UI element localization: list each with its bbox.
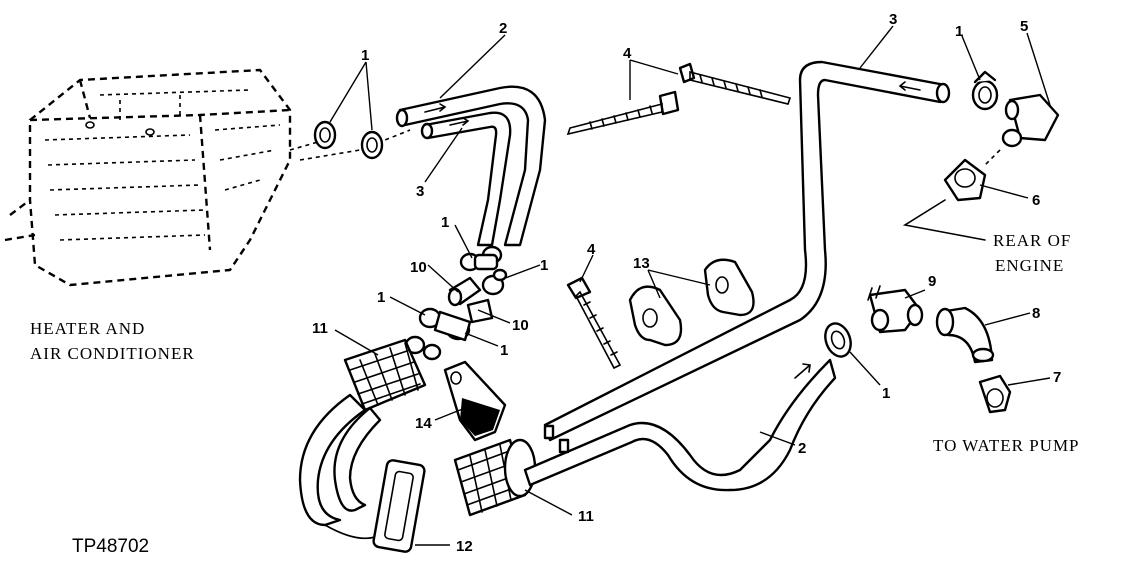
heater-label-line1: HEATER AND [30, 319, 145, 338]
heater-connection-lines [289, 129, 411, 161]
elbow-fitting-5 [1001, 93, 1060, 148]
engine-connection-lines [902, 149, 1001, 241]
hose-clamp-12 [372, 459, 426, 553]
callout-11: 11 [578, 508, 594, 525]
callout-2: 2 [798, 440, 806, 457]
heater-hose-3-long [543, 60, 951, 442]
callout-13: 13 [633, 255, 650, 272]
callout-14: 14 [415, 415, 432, 432]
heater-hose-2-lower [523, 358, 837, 492]
leader-lines [329, 25, 1051, 546]
elbow-fitting-8 [935, 306, 995, 364]
protective-sleeve-11-right [453, 438, 537, 517]
water-pump-label: TO WATER PUMP [933, 436, 1080, 455]
tie-strap-4-lower [566, 276, 622, 370]
heater-hose-2-upper [395, 85, 547, 247]
tie-strap-4-middle [566, 90, 680, 136]
hose-clamp-upper-right [360, 130, 384, 160]
callout-5: 5 [1020, 18, 1028, 35]
callout-1: 1 [955, 23, 963, 40]
callout-4: 4 [587, 241, 596, 258]
valve-fitting-9 [867, 285, 924, 334]
heater-label-line2: AIR CONDITIONER [30, 344, 195, 363]
callout-1: 1 [882, 385, 890, 402]
callout-3: 3 [889, 11, 897, 28]
callout-numbers: 1 2 3 4 3 1 5 6 1 1 10 10 1 1 11 4 13 14… [312, 11, 1061, 555]
callout-2: 2 [499, 20, 507, 37]
callout-7: 7 [1053, 369, 1061, 386]
heater-air-conditioner-unit [4, 68, 292, 287]
callout-1: 1 [361, 47, 369, 64]
callout-1: 1 [500, 342, 508, 359]
callout-1: 1 [540, 257, 548, 274]
tie-strap-4-upper [678, 62, 792, 105]
callout-6: 6 [1032, 192, 1040, 209]
heater-hose-3-inner [420, 111, 512, 247]
figure-id: TP48702 [72, 536, 149, 557]
callout-10: 10 [410, 259, 427, 276]
fitting-7 [978, 374, 1012, 414]
callout-1: 1 [441, 214, 449, 231]
hose-clip-13-left [628, 285, 683, 347]
callout-1: 1 [377, 289, 385, 306]
callout-4: 4 [623, 45, 632, 62]
hose-clamp-engine-upper [971, 70, 999, 111]
callout-8: 8 [1032, 305, 1040, 322]
adapter-fitting-6 [943, 158, 987, 202]
hose-bracket-14 [443, 360, 507, 442]
engine-label-line1: REAR OF [993, 231, 1071, 250]
hose-clip-13-right [703, 258, 755, 317]
diagram-labels: HEATER AND AIR CONDITIONER REAR OF ENGIN… [30, 231, 1080, 557]
protective-sleeve-11-left [343, 338, 427, 412]
callout-10: 10 [512, 317, 529, 334]
callout-11: 11 [312, 320, 328, 337]
callout-12: 12 [456, 538, 473, 555]
engine-label-line2: ENGINE [995, 256, 1064, 275]
callout-9: 9 [928, 273, 936, 290]
callout-3: 3 [416, 183, 424, 200]
lower-left-hose-loop [298, 393, 382, 540]
hose-clamp-upper-left [313, 120, 337, 150]
hose-clamp-water-pump [824, 322, 852, 358]
